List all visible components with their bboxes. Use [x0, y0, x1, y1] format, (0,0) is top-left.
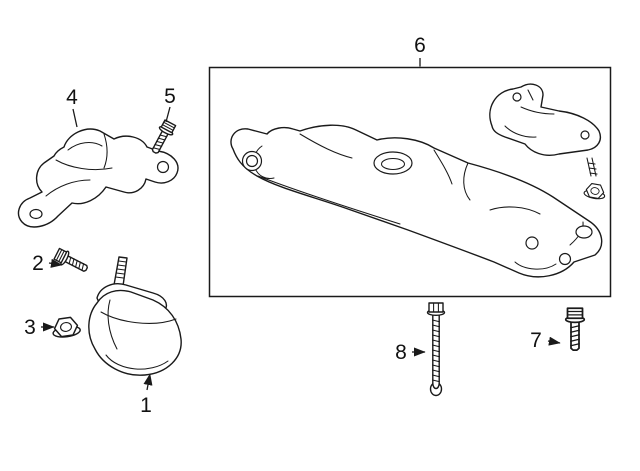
part-engine-mount-nut	[50, 315, 82, 340]
part-engine-mount-bolt	[52, 246, 91, 277]
assembly-group-box	[208, 66, 612, 298]
bolt-hole	[580, 130, 590, 140]
callout-arrow-7	[547, 336, 561, 346]
callout-label-8: 8	[395, 341, 407, 364]
center-opening	[373, 151, 413, 175]
part-transmission-mount-long-bolt	[426, 302, 446, 397]
leader-line-5	[165, 106, 171, 123]
callout-arrow-1	[143, 373, 153, 391]
bolt-hole	[29, 208, 43, 220]
part-bracket-nut	[582, 181, 607, 201]
callout-label-6: 6	[414, 34, 426, 57]
part-engine-mount	[88, 256, 182, 376]
callout-label-1: 1	[140, 394, 152, 417]
part-transmission-mount-bracket	[489, 83, 602, 177]
stud-threads	[586, 157, 598, 177]
callout-label-7: 7	[530, 329, 542, 352]
bolt-hole	[245, 154, 259, 168]
bolt-hole	[558, 252, 572, 266]
bolt-hole	[525, 236, 539, 250]
callout-label-3: 3	[24, 316, 36, 339]
bolt-hole	[575, 225, 593, 239]
bolt-hole	[156, 160, 170, 174]
part-transmission-crossmember	[230, 124, 603, 278]
part-engine-mount-bracket	[17, 128, 179, 228]
part-bracket-bolt	[147, 118, 178, 157]
callout-label-4: 4	[66, 86, 78, 109]
callout-label-5: 5	[164, 85, 176, 108]
part-crossmember-bolt	[564, 307, 586, 351]
callout-label-2: 2	[32, 252, 44, 275]
leader-line-4	[72, 108, 78, 128]
callout-arrow-2	[48, 258, 63, 268]
bolt-hole	[512, 92, 522, 102]
